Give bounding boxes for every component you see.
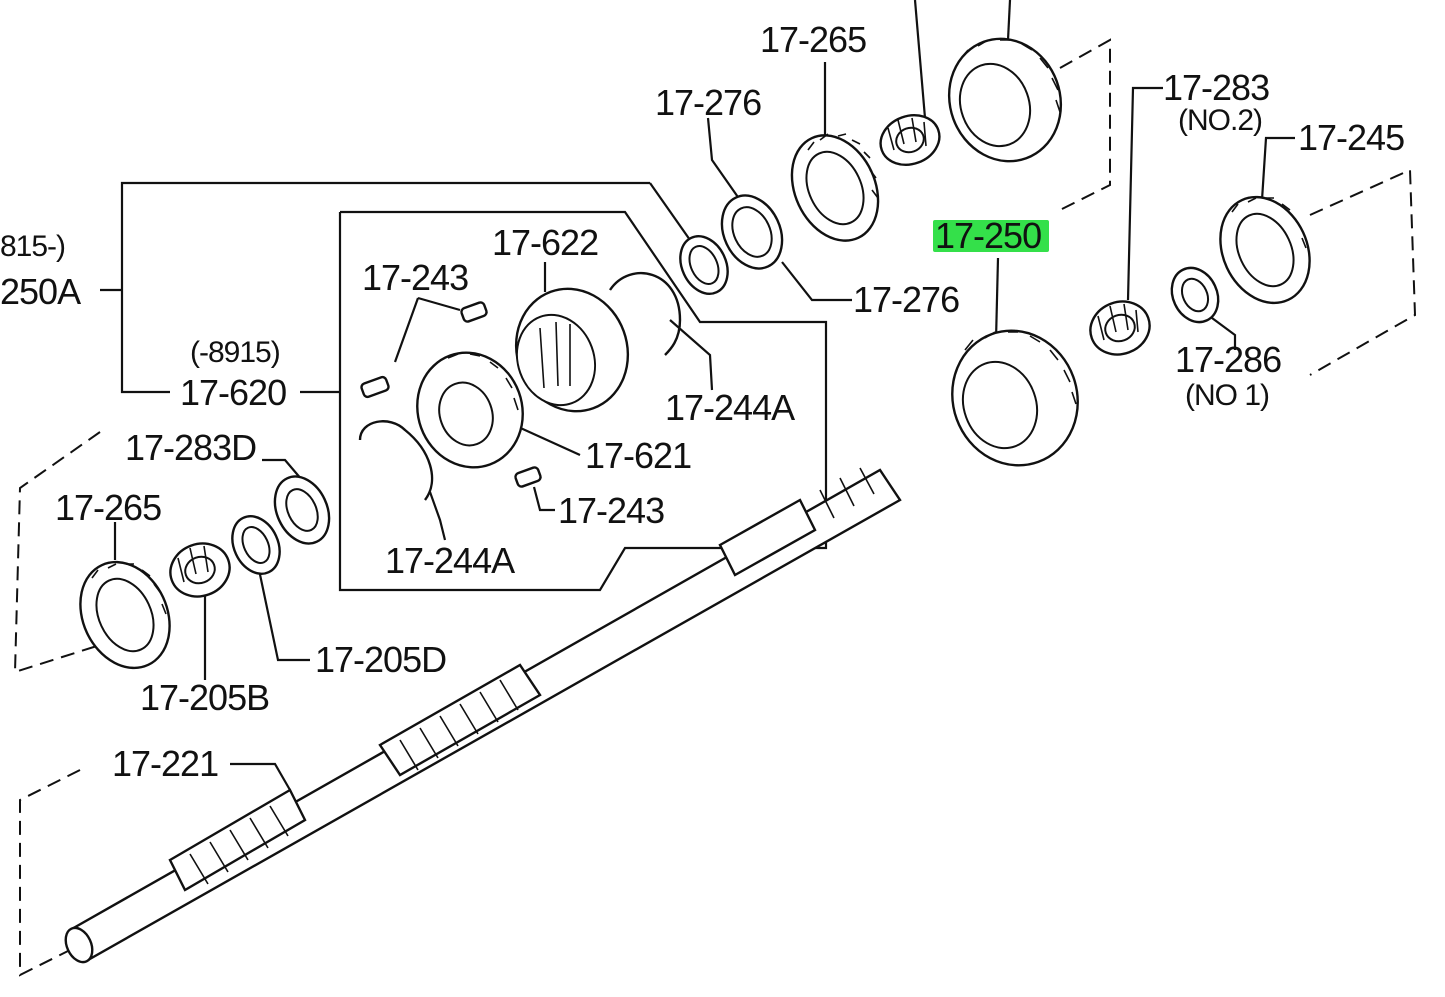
part-labels: 17-265 17-276 17-276 17-283 (NO.2) 17-24… — [0, 19, 1405, 784]
label-no2: (NO.2) — [1178, 104, 1262, 137]
label-250a: 250A — [0, 271, 81, 312]
label-815: 815-) — [0, 230, 65, 263]
label-17-283d: 17-283D — [125, 427, 256, 468]
label-17-250: 17-250 — [935, 215, 1041, 256]
label-17-283: 17-283 — [1163, 67, 1269, 108]
key-17-243-left — [360, 375, 390, 399]
label-17-620: 17-620 — [180, 372, 286, 413]
ring-17-244a-bottom — [358, 420, 434, 501]
mainshaft-17-221 — [64, 467, 902, 964]
highlight-17-250 — [933, 220, 1049, 252]
bearing-17-283 — [1089, 300, 1151, 356]
label-8915: (-8915) — [190, 336, 280, 369]
gear-17-265-left — [79, 560, 171, 670]
label-17-621: 17-621 — [585, 435, 691, 476]
label-17-286: 17-286 — [1175, 339, 1281, 380]
key-17-243-bottom — [514, 466, 542, 488]
washer-17-276 — [720, 194, 784, 270]
gear-17-250 — [951, 329, 1079, 467]
label-17-245: 17-245 — [1298, 117, 1404, 158]
label-17-243-upper: 17-243 — [362, 257, 468, 298]
label-17-221: 17-221 — [112, 743, 218, 784]
label-17-622: 17-622 — [492, 222, 598, 263]
ring-17-244a-top — [609, 272, 682, 356]
label-17-276-lower: 17-276 — [853, 279, 959, 320]
bracket-lines — [100, 181, 828, 592]
label-17-205b: 17-205B — [140, 677, 269, 718]
dashed-boundaries — [13, 38, 1417, 977]
bearing-17-205b — [169, 542, 231, 598]
gear-top-right — [947, 37, 1063, 163]
key-17-243-top — [460, 301, 488, 323]
label-17-276-upper: 17-276 — [655, 82, 761, 123]
label-17-265-top: 17-265 — [760, 19, 866, 60]
label-17-243-lower: 17-243 — [558, 490, 664, 531]
label-17-205d: 17-205D — [315, 639, 446, 680]
washer-17-250a — [679, 235, 729, 295]
label-no1: (NO 1) — [1185, 379, 1269, 412]
label-17-244a-upper: 17-244A — [665, 387, 795, 428]
bearing-top — [879, 114, 941, 166]
washer-17-283d — [273, 475, 331, 545]
sleeve-17-622 — [514, 287, 630, 413]
gear-17-265-top — [790, 133, 880, 242]
label-17-244a-lower: 17-244A — [385, 540, 515, 581]
washer-17-286 — [1170, 266, 1220, 324]
gear-17-245 — [1219, 195, 1311, 305]
hub-17-621 — [416, 351, 524, 469]
label-17-265-left: 17-265 — [55, 487, 161, 528]
washer-17-205d — [231, 515, 281, 575]
leader-lines — [113, 0, 1295, 791]
